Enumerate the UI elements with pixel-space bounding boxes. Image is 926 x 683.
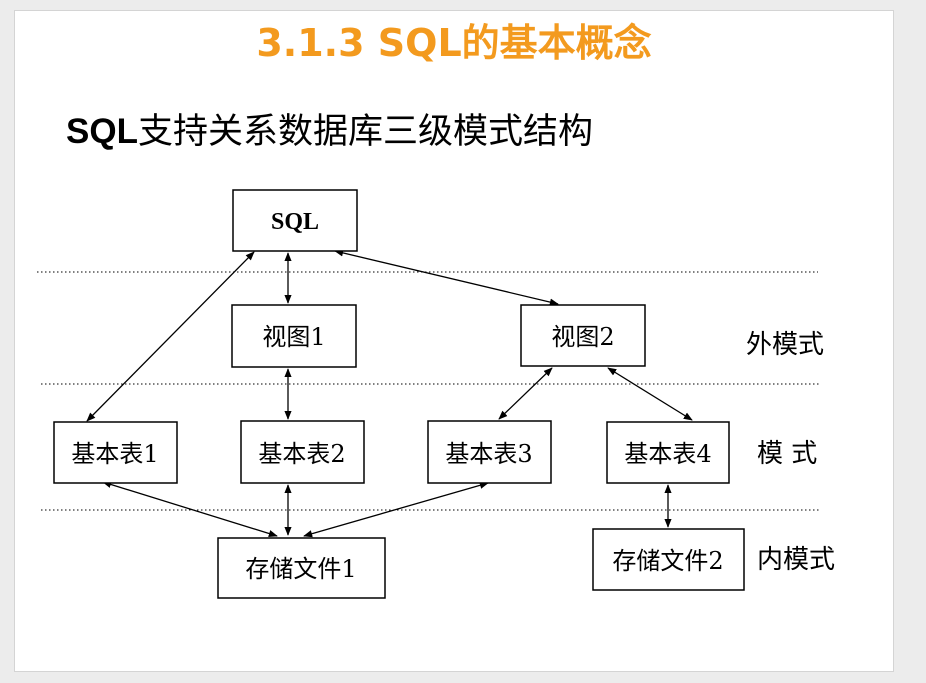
edge-sql-table1 bbox=[86, 251, 255, 422]
node-file1-label: 存储文件1 bbox=[245, 555, 356, 583]
node-view1-label: 视图1 bbox=[262, 323, 325, 351]
node-table4: 基本表4 bbox=[606, 421, 730, 484]
subtitle-text: 支持关系数据库三级模式结构 bbox=[137, 112, 593, 152]
node-sql: SQL bbox=[232, 189, 358, 252]
node-table2: 基本表2 bbox=[240, 420, 365, 484]
node-sql-label: SQL bbox=[271, 209, 319, 235]
node-table2-label: 基本表2 bbox=[258, 440, 345, 468]
node-view2-label: 视图2 bbox=[551, 323, 614, 351]
node-view1: 视图1 bbox=[231, 304, 357, 368]
node-table3-label: 基本表3 bbox=[445, 440, 532, 468]
subtitle-sql-word: SQL bbox=[66, 112, 138, 151]
node-table4-label: 基本表4 bbox=[624, 440, 711, 468]
node-file1: 存储文件1 bbox=[217, 537, 386, 599]
node-table3: 基本表3 bbox=[427, 420, 552, 484]
node-table1: 基本表1 bbox=[53, 421, 178, 484]
level-label-external: 外模式 bbox=[746, 330, 824, 360]
edge-view2-table3 bbox=[498, 367, 553, 420]
edge-file1-table1 bbox=[102, 480, 278, 538]
level-label-conceptual: 模 式 bbox=[757, 439, 817, 469]
node-file2: 存储文件2 bbox=[592, 528, 745, 591]
slide-subtitle: SQL支持关系数据库三级模式结构 bbox=[66, 103, 593, 154]
edge-view2-table4 bbox=[607, 367, 693, 421]
slide-title: 3.1.3 SQL的基本概念 bbox=[256, 21, 652, 65]
node-table1-label: 基本表1 bbox=[71, 440, 158, 468]
level-label-internal: 内模式 bbox=[757, 545, 835, 575]
node-file2-label: 存储文件2 bbox=[612, 547, 723, 575]
edge-sql-view2 bbox=[334, 249, 559, 306]
node-view2: 视图2 bbox=[520, 304, 646, 367]
edge-file1-table3 bbox=[303, 481, 489, 538]
